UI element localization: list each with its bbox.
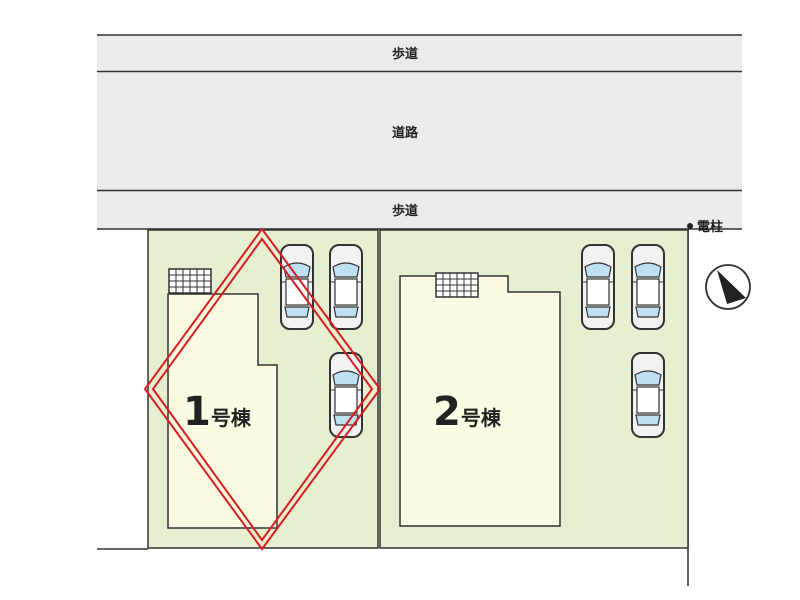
sidewalk-south xyxy=(97,191,742,229)
building-1-highlight xyxy=(143,227,382,551)
utility-meter-icon xyxy=(168,268,212,294)
sidewalk-north-label: 歩道 xyxy=(392,46,418,62)
building-1-label: 1号棟 xyxy=(183,389,252,435)
sidewalk-south-label: 歩道 xyxy=(392,203,418,219)
roadway xyxy=(97,72,742,190)
utility-pole-label: 電柱 xyxy=(697,219,723,235)
car-icon xyxy=(329,244,363,330)
car-icon xyxy=(581,244,615,330)
building-2-label: 2号棟 xyxy=(433,389,502,435)
utility-pole-icon xyxy=(687,223,693,229)
sidewalk-north xyxy=(97,35,742,71)
car-icon xyxy=(631,352,665,438)
road-area: 歩道 道路 歩道 xyxy=(97,34,742,230)
building-2-footprint xyxy=(399,275,561,527)
building-1-footprint xyxy=(167,293,278,529)
north-arrow-icon xyxy=(705,264,751,310)
utility-meter-icon xyxy=(435,272,479,298)
car-icon xyxy=(631,244,665,330)
road-label: 道路 xyxy=(392,125,419,141)
utility-pole: 電柱 xyxy=(687,219,723,235)
